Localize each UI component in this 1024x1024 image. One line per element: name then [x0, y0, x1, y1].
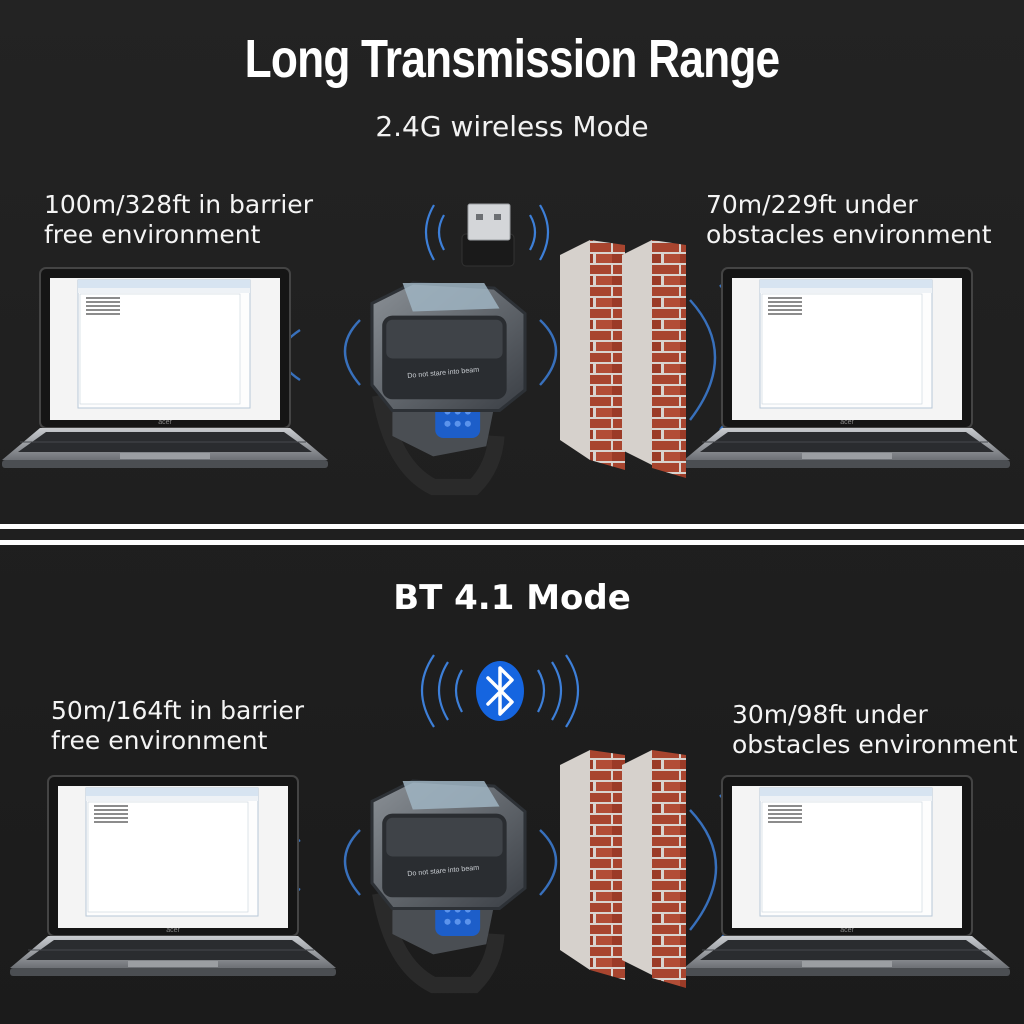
caption-bt-barrier-free: 50m/164ft in barrier free environment [51, 696, 304, 756]
section2-scanner [372, 781, 525, 985]
caption-bt-obstacles: 30m/98ft under obstacles environment [732, 700, 1018, 760]
section1-brick-walls [560, 240, 686, 478]
section2-laptop-right [683, 775, 1011, 977]
divider-bottom [0, 540, 1024, 545]
caption-line: 30m/98ft under [732, 700, 928, 729]
bluetooth-icon [420, 654, 580, 728]
divider-top [0, 524, 1024, 529]
page-title: Long Transmission Range [244, 29, 781, 89]
caption-line: obstacles environment [732, 730, 1018, 759]
section1-laptop-right [683, 267, 1011, 469]
caption-line: free environment [44, 220, 261, 249]
caption-line: 100m/328ft in barrier [44, 190, 313, 219]
section2-brick-walls [560, 750, 686, 988]
section1-laptop-left [1, 267, 329, 469]
caption-line: 70m/229ft under [706, 190, 918, 219]
caption-line: free environment [51, 726, 268, 755]
caption-wireless-barrier-free: 100m/328ft in barrier free environment [44, 190, 313, 250]
section1-scanner [372, 283, 525, 487]
caption-wireless-obstacles: 70m/229ft under obstacles environment [706, 190, 992, 250]
caption-line: 50m/164ft in barrier [51, 696, 305, 725]
section2-laptop-left [9, 775, 337, 977]
caption-line: obstacles environment [706, 220, 992, 249]
mode-title-wireless: 2.4G wireless Mode [375, 110, 649, 143]
usb-dongle-icon [424, 203, 550, 267]
mode-title-bluetooth: BT 4.1 Mode [393, 578, 631, 618]
